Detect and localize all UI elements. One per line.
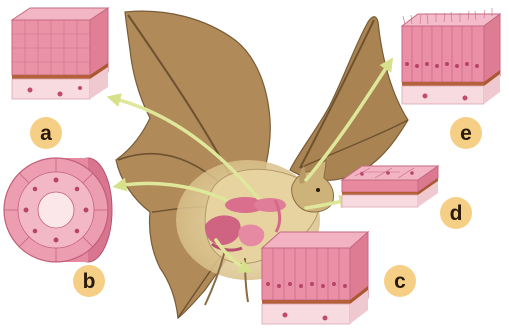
tissue-sample-b: [4, 158, 112, 262]
label-e: e: [450, 117, 482, 149]
tissue-sample-a: [12, 8, 108, 99]
label-b: b: [73, 265, 105, 297]
label-a: a: [30, 117, 62, 149]
label-d: d: [440, 197, 472, 229]
label-c: c: [384, 265, 416, 297]
tissue-sample-e: [402, 8, 500, 104]
bat-right-wing: [290, 17, 408, 181]
tissue-sample-c: [262, 232, 368, 324]
tissue-sample-d: [342, 166, 438, 207]
